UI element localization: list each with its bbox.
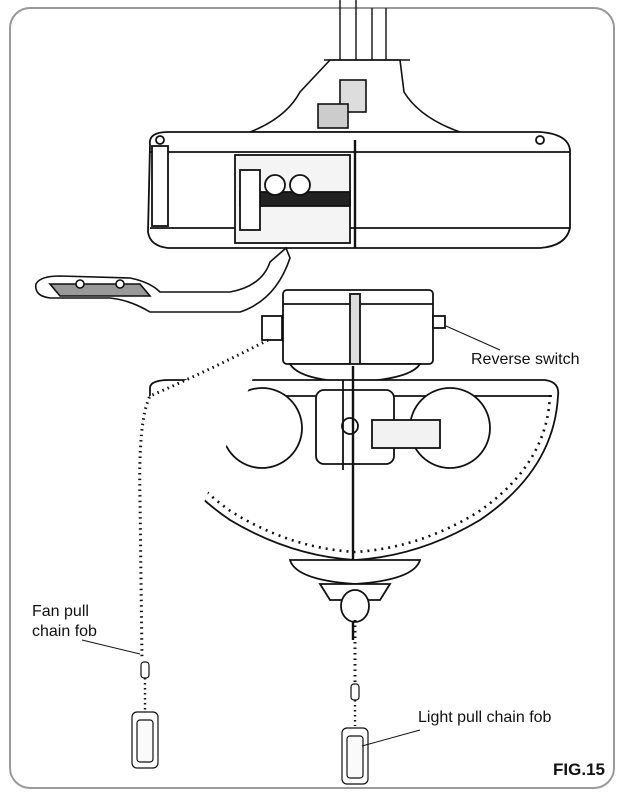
blade-arm bbox=[34, 246, 291, 313]
figure-number: FIG.15 bbox=[553, 760, 605, 779]
motor-housing bbox=[147, 131, 571, 249]
label-fan-pull-chain-fob-line1: Fan pull bbox=[32, 603, 89, 620]
leader-lines bbox=[81, 325, 501, 747]
motor-top-hub bbox=[249, 59, 461, 133]
label-light-pull-chain-fob: Light pull chain fob bbox=[418, 709, 552, 726]
figure-frame bbox=[9, 7, 615, 789]
light-pull-chain bbox=[341, 620, 369, 785]
fan-pull-chain bbox=[131, 338, 269, 769]
label-fan-pull-chain-fob-line2: chain fob bbox=[32, 623, 97, 640]
downrod bbox=[339, 0, 387, 60]
label-reverse-switch: Reverse switch bbox=[471, 351, 580, 368]
switch-housing bbox=[261, 289, 446, 383]
